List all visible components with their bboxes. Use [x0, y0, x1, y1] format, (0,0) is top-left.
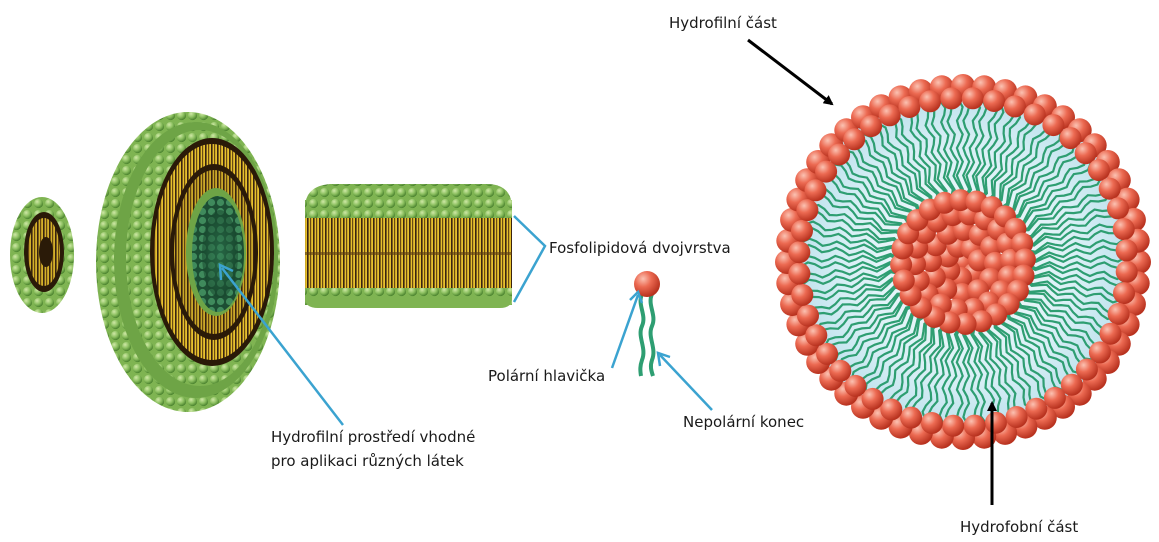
outer-head — [1116, 239, 1138, 261]
outer-head — [1108, 303, 1130, 325]
outer-head — [860, 115, 882, 137]
hydrophobic-part-label: Hydrofobní část — [960, 518, 1078, 536]
outer-head — [919, 90, 941, 112]
outer-head — [962, 87, 984, 109]
outer-head — [880, 399, 902, 421]
nonpolar-tail-label: Nepolární konec — [683, 413, 804, 431]
large-liposome-section — [96, 112, 280, 412]
bilayer-slab — [305, 184, 512, 308]
outer-head — [796, 199, 818, 221]
outer-head — [1004, 95, 1026, 117]
outer-head — [921, 412, 943, 434]
outer-head — [1088, 159, 1110, 181]
hydrophilic-part-label: Hydrofilní část — [669, 14, 777, 32]
outer-head — [1099, 178, 1121, 200]
outer-head — [788, 263, 810, 285]
outer-head — [805, 324, 827, 346]
outer-head — [1113, 218, 1135, 240]
outer-head — [1044, 387, 1066, 409]
outer-head — [1100, 323, 1122, 345]
polar-head-pointer — [612, 295, 638, 368]
outer-head — [791, 284, 813, 306]
outer-head — [1116, 261, 1138, 283]
outer-head — [805, 179, 827, 201]
outer-head — [1025, 398, 1047, 420]
outer-head — [964, 415, 986, 437]
bilayer-pointer — [514, 216, 545, 302]
outer-head — [816, 343, 838, 365]
outer-head — [797, 305, 819, 327]
single-phospholipid — [634, 271, 660, 376]
outer-head — [879, 104, 901, 126]
small-liposome-section — [10, 197, 74, 313]
polar-head-label: Polární hlavička — [488, 367, 605, 385]
outer-head — [983, 90, 1005, 112]
outer-head — [898, 96, 920, 118]
outer-head — [1006, 406, 1028, 428]
hydrophilic-env-label-line1: Hydrofilní prostředí vhodné — [271, 428, 475, 446]
outer-head — [985, 412, 1007, 434]
outer-head — [900, 407, 922, 429]
micelle — [775, 74, 1151, 450]
outer-head — [791, 220, 813, 242]
bilayer-label: Fosfolipidová dvojvrstva — [549, 239, 731, 257]
outer-head — [1113, 282, 1135, 304]
micelle-core-heads — [890, 189, 1036, 335]
outer-head — [1024, 104, 1046, 126]
nonpolar-tail-pointer — [660, 355, 712, 410]
hydrophilic-env-label-line2: pro aplikaci různých látek — [271, 452, 464, 470]
outer-head — [942, 415, 964, 437]
core-head — [893, 270, 915, 292]
outer-head — [1107, 197, 1129, 219]
outer-head — [788, 241, 810, 263]
outer-head — [940, 87, 962, 109]
hydrophilic-part-arrow — [748, 40, 832, 104]
